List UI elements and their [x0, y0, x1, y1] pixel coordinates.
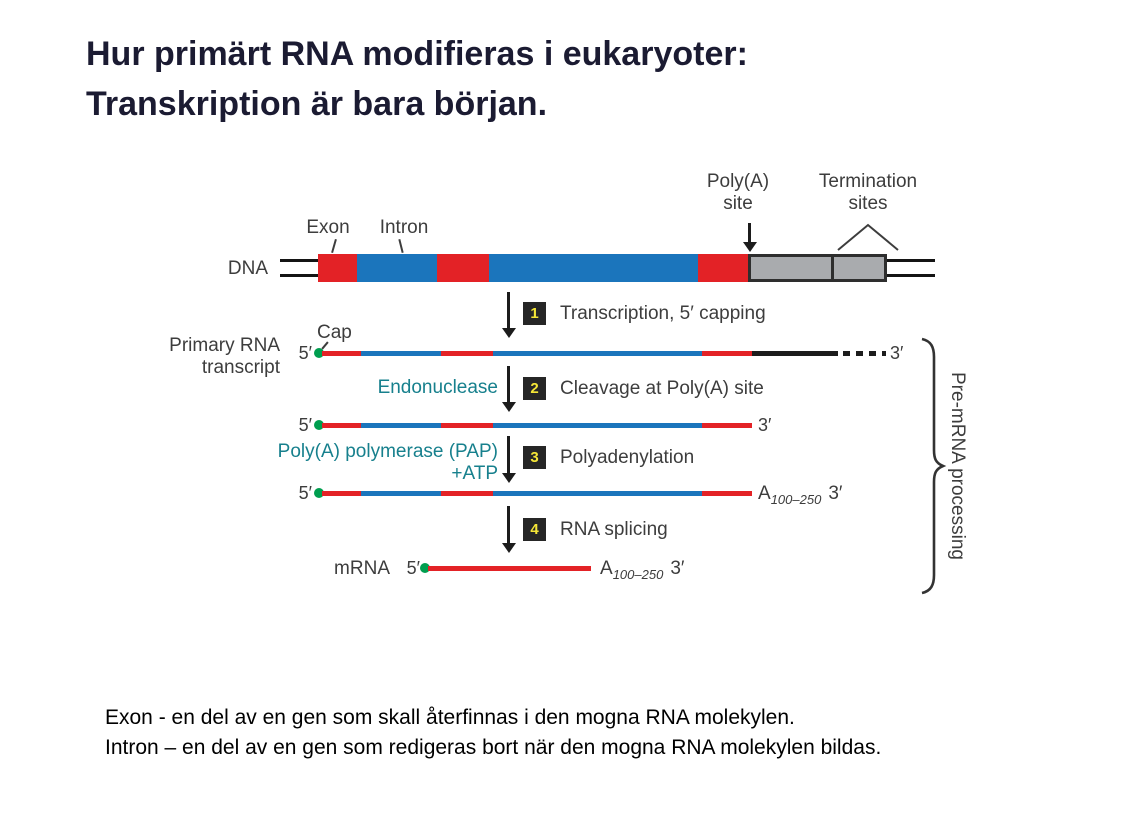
primary-transcript-segments [322, 351, 752, 356]
primary-rna-label-line1: Primary RNA [169, 335, 280, 356]
exon-segment [702, 491, 752, 496]
polyadenylated-rna-segments [322, 491, 752, 496]
intron-segment [361, 351, 441, 356]
exon-segment [322, 491, 361, 496]
mrna-line [428, 566, 591, 571]
exon-segment [441, 491, 493, 496]
mrna-label: mRNA [334, 558, 390, 579]
dna-bar [318, 254, 887, 282]
five-prime-label: 5′ [406, 558, 420, 578]
exon-segment [437, 254, 489, 282]
step2-number-badge: 2 [523, 377, 546, 400]
polya-tail-label: A100–250 3′ [600, 558, 684, 582]
exon-segment [322, 423, 361, 428]
termination-caret-lines [837, 223, 899, 251]
slide-title: Hur primärt RNA modifieras i eukaryoter:… [86, 30, 748, 130]
polya-site-label-line1: Poly(A) [706, 171, 770, 192]
three-prime-label: 3′ [758, 415, 772, 435]
three-prime-label: 3′ [828, 483, 843, 504]
pre-mrna-brace [921, 337, 947, 595]
intron-segment [493, 351, 702, 356]
step3-arrow [507, 436, 510, 474]
primary-rna-transcript-label: Primary RNA transcript [128, 335, 280, 379]
three-prime-label: 3′ [670, 558, 685, 579]
intron-segment [489, 254, 698, 282]
exon-segment [702, 423, 752, 428]
exon-segment [318, 254, 357, 282]
cap-dot [420, 563, 430, 573]
step1-label: Transcription, 5′ capping [560, 302, 766, 324]
five-prime-label: 5′ [298, 415, 312, 435]
termination-sites-label: Termination sites [798, 171, 938, 215]
polya-a: A [758, 483, 771, 504]
intron-definition: Intron – en del av en gen som redigeras … [105, 736, 882, 760]
dna-right-strand-lines [887, 254, 935, 282]
polya-site-label-line2: site [723, 193, 753, 215]
exon-segment [441, 423, 493, 428]
step1-arrow [507, 292, 510, 329]
polya-tail-label: A100–250 3′ [758, 483, 842, 507]
step4-number-badge: 4 [523, 518, 546, 541]
step2-label: Cleavage at Poly(A) site [560, 377, 764, 399]
transcript-tail-solid-line [752, 351, 838, 356]
polya-site-arrow [748, 223, 751, 243]
intron-segment [361, 491, 441, 496]
exon-label: Exon [306, 217, 350, 238]
dna-label: DNA [227, 258, 268, 279]
primary-rna-label-line2: transcript [201, 357, 280, 379]
intron-segment [493, 423, 702, 428]
step1-number-badge: 1 [523, 302, 546, 325]
step3-label: Polyadenylation [560, 446, 695, 468]
five-prime-label: 5′ [298, 343, 312, 363]
polya-a: A [600, 558, 613, 579]
intron-segment [361, 423, 441, 428]
exon-definition: Exon - en del av en gen som skall återfi… [105, 706, 795, 729]
exon-segment [441, 351, 493, 356]
intron-pointer-line [398, 238, 404, 254]
pre-mrna-processing-label: Pre-mRNA processing [947, 372, 968, 560]
terminator-segment [748, 254, 834, 282]
exon-segment [702, 351, 752, 356]
cap-dot [314, 488, 324, 498]
dna-left-strand-lines [280, 254, 320, 282]
termination-label-line1: Termination [818, 171, 918, 192]
step4-label: RNA splicing [560, 518, 668, 540]
exon-segment [698, 254, 748, 282]
atp-label: +ATP [451, 463, 498, 484]
cap-dot [314, 348, 324, 358]
polya-site-label: Poly(A) site [688, 171, 788, 215]
exon-segment [322, 351, 361, 356]
terminator-segment [831, 254, 887, 282]
step3-number-badge: 3 [523, 446, 546, 469]
transcript-tail-dashed-line [843, 351, 886, 356]
definitions-text: Exon - en del av en gen som skall återfi… [105, 703, 881, 763]
pap-enzyme-label: Poly(A) polymerase (PAP) [277, 441, 498, 462]
five-prime-label: 5′ [298, 483, 312, 503]
termination-label-line2: sites [848, 193, 888, 215]
polya-count-subscript: 100–250 [612, 566, 664, 582]
step2-arrow [507, 366, 510, 403]
three-prime-label: 3′ [890, 343, 904, 363]
intron-segment [357, 254, 437, 282]
title-line-2: Transkription är bara början. [86, 84, 548, 123]
cleaved-rna-segments [322, 423, 752, 428]
endonuclease-label: Endonuclease [377, 377, 498, 398]
step4-arrow [507, 506, 510, 544]
polya-count-subscript: 100–250 [770, 491, 822, 507]
cap-label: Cap [317, 322, 352, 343]
dna-gene-segments [318, 254, 748, 282]
intron-segment [493, 491, 702, 496]
title-line-1: Hur primärt RNA modifieras i eukaryoter: [86, 35, 748, 73]
cap-dot [314, 420, 324, 430]
intron-label: Intron [379, 217, 429, 238]
exon-pointer-line [331, 238, 337, 254]
